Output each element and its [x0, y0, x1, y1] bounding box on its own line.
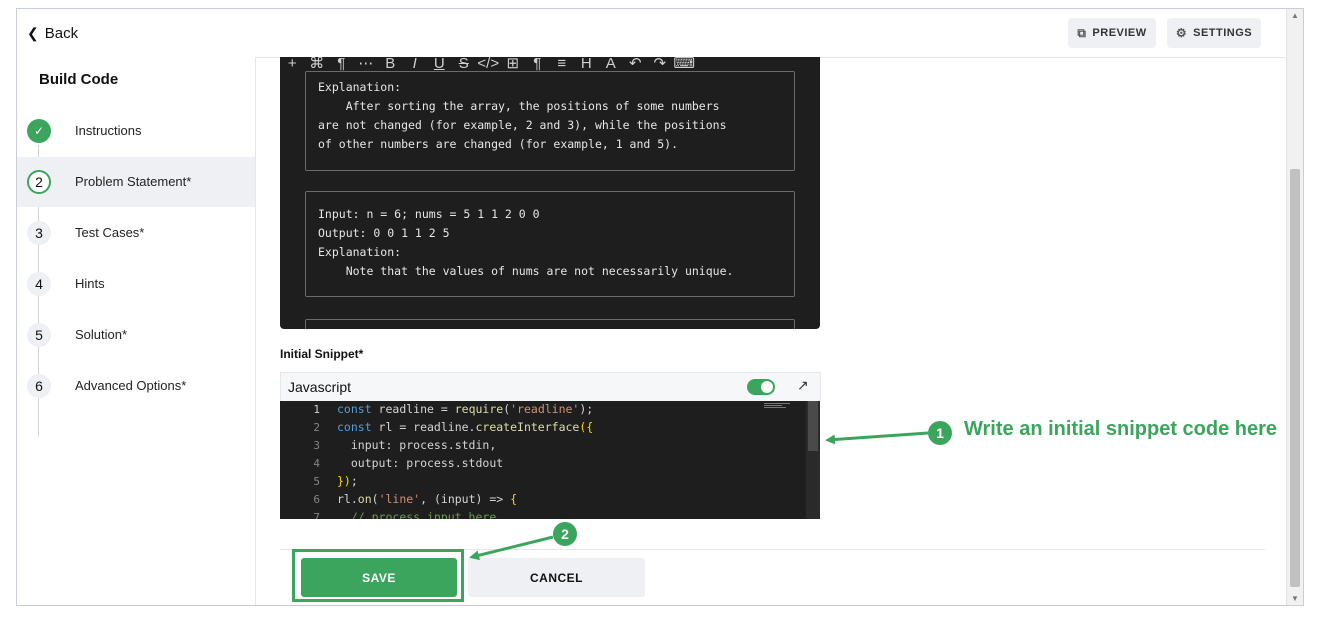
page-scrollbar[interactable]: ▲ ▼: [1286, 9, 1303, 605]
keyboard-icon[interactable]: ⌨: [673, 57, 696, 72]
sidebar-item-hints[interactable]: 4 Hints: [17, 259, 255, 309]
initial-snippet-label: Initial Snippet*: [280, 347, 364, 361]
code-line: rl.on('line', (input) => {: [337, 492, 518, 506]
gear-icon: ⚙: [1175, 26, 1188, 40]
line-number: 7: [313, 511, 320, 519]
font-icon[interactable]: A: [605, 57, 616, 72]
code-icon[interactable]: </>: [477, 57, 500, 72]
line-number: 4: [313, 457, 320, 470]
arrow-to-snippet: [825, 431, 929, 445]
example-block[interactable]: [305, 319, 795, 329]
code-minimap[interactable]: [764, 403, 790, 411]
paragraph-icon[interactable]: ¶: [337, 57, 346, 72]
underline-icon[interactable]: U: [433, 57, 445, 72]
code-line: // process input here: [350, 510, 497, 519]
top-bar: ❮ Back ⧉ PREVIEW ⚙ SETTINGS: [17, 9, 1287, 58]
example-text: Explanation: After sorting the array, th…: [318, 80, 727, 151]
align-icon[interactable]: ≡: [557, 57, 567, 72]
settings-button[interactable]: ⚙ SETTINGS: [1167, 18, 1261, 48]
chevron-left-icon: ❮: [27, 25, 39, 41]
sidebar-item-solution[interactable]: 5 Solution*: [17, 310, 255, 360]
plus-icon[interactable]: +: [287, 57, 297, 72]
save-button[interactable]: SAVE: [301, 558, 457, 597]
line-number: 2: [313, 421, 320, 434]
preview-label: PREVIEW: [1092, 27, 1147, 39]
expand-icon[interactable]: ↗: [797, 377, 809, 393]
toggle-knob: [761, 381, 773, 393]
sidebar-item-label: Hints: [75, 276, 105, 291]
line-number: 6: [313, 493, 320, 506]
sidebar-item-label: Instructions: [75, 123, 142, 138]
example-block[interactable]: Explanation: After sorting the array, th…: [305, 71, 795, 171]
back-label: Back: [44, 25, 79, 42]
example-text: Input: n = 6; nums = 5 1 1 2 0 0 Output:…: [318, 207, 734, 278]
annotation-note: Write an initial snippet code here: [964, 418, 1278, 440]
italic-icon[interactable]: I: [412, 57, 417, 72]
sidebar-item-label: Problem Statement*: [75, 174, 192, 189]
rtl-icon[interactable]: ¶: [533, 57, 542, 72]
step-number: 6: [27, 374, 51, 398]
step-number: 3: [27, 221, 51, 245]
step-number: 2: [27, 170, 51, 194]
strikethrough-icon[interactable]: S: [458, 57, 469, 72]
code-scrollbar-thumb[interactable]: [808, 401, 818, 451]
line-number: 1: [313, 403, 320, 416]
code-line: const readline = require('readline');: [337, 402, 594, 416]
code-scrollbar[interactable]: [806, 401, 820, 519]
code-line: input: process.stdin,: [337, 438, 497, 452]
scrollbar-thumb[interactable]: [1290, 169, 1300, 587]
line-number: 3: [313, 439, 320, 452]
step-number: 4: [27, 272, 51, 296]
divider: [280, 549, 1265, 550]
example-block[interactable]: Input: n = 6; nums = 5 1 1 2 0 0 Output:…: [305, 191, 795, 297]
external-link-icon: ⧉: [1077, 25, 1087, 40]
sidebar-item-advanced-options[interactable]: 6 Advanced Options*: [17, 361, 255, 411]
bold-icon[interactable]: B: [385, 57, 396, 72]
language-label[interactable]: Javascript: [288, 379, 352, 395]
problem-statement-editor[interactable]: + ⌘ ¶ ⋯ B I U S </> ⊞ ¶ ≡ H A ↶ ↷ ⌨ Expl…: [280, 57, 820, 329]
cancel-button[interactable]: CANCEL: [468, 558, 645, 597]
sidebar: Build Code ✓ Instructions 2 Problem Stat…: [17, 57, 256, 605]
annotation-badge-2: 2: [553, 522, 577, 546]
link-icon[interactable]: ⌘: [309, 57, 325, 72]
redo-icon[interactable]: ↷: [653, 57, 667, 72]
undo-icon[interactable]: ↶: [628, 57, 642, 72]
sidebar-title: Build Code: [39, 71, 119, 88]
preview-button[interactable]: ⧉ PREVIEW: [1068, 18, 1156, 48]
back-button[interactable]: ❮ Back: [27, 25, 78, 42]
check-icon: ✓: [27, 119, 51, 143]
sidebar-item-label: Advanced Options*: [75, 378, 187, 393]
code-line: });: [337, 474, 358, 488]
line-number: 5: [313, 475, 320, 488]
sidebar-item-label: Solution*: [75, 327, 128, 342]
sidebar-item-test-cases[interactable]: 3 Test Cases*: [17, 208, 255, 258]
arrow-to-save: [469, 535, 554, 561]
scroll-down-icon[interactable]: ▼: [1291, 594, 1299, 603]
heading-icon[interactable]: H: [580, 57, 592, 72]
table-icon[interactable]: ⊞: [506, 57, 520, 72]
snippet-toggle[interactable]: [747, 379, 775, 395]
settings-label: SETTINGS: [1193, 27, 1253, 39]
more-icon[interactable]: ⋯: [358, 57, 374, 72]
annotation-badge-1: 1: [928, 421, 952, 445]
code-line: output: process.stdout: [337, 456, 504, 470]
sidebar-item-label: Test Cases*: [75, 225, 145, 240]
sidebar-item-problem-statement[interactable]: 2 Problem Statement*: [17, 157, 255, 207]
code-editor[interactable]: 1 2 3 4 5 6 7 const readline = require('…: [280, 401, 820, 519]
scroll-up-icon[interactable]: ▲: [1291, 11, 1299, 20]
step-number: 5: [27, 323, 51, 347]
code-line: const rl = readline.createInterface({: [337, 420, 594, 434]
save-highlight: [292, 549, 464, 602]
app-window: ❮ Back ⧉ PREVIEW ⚙ SETTINGS ▲ ▼ Build Cod…: [16, 8, 1304, 606]
editor-toolbar: + ⌘ ¶ ⋯ B I U S </> ⊞ ¶ ≡ H A ↶ ↷ ⌨: [280, 57, 820, 77]
sidebar-item-instructions[interactable]: ✓ Instructions: [17, 106, 255, 156]
